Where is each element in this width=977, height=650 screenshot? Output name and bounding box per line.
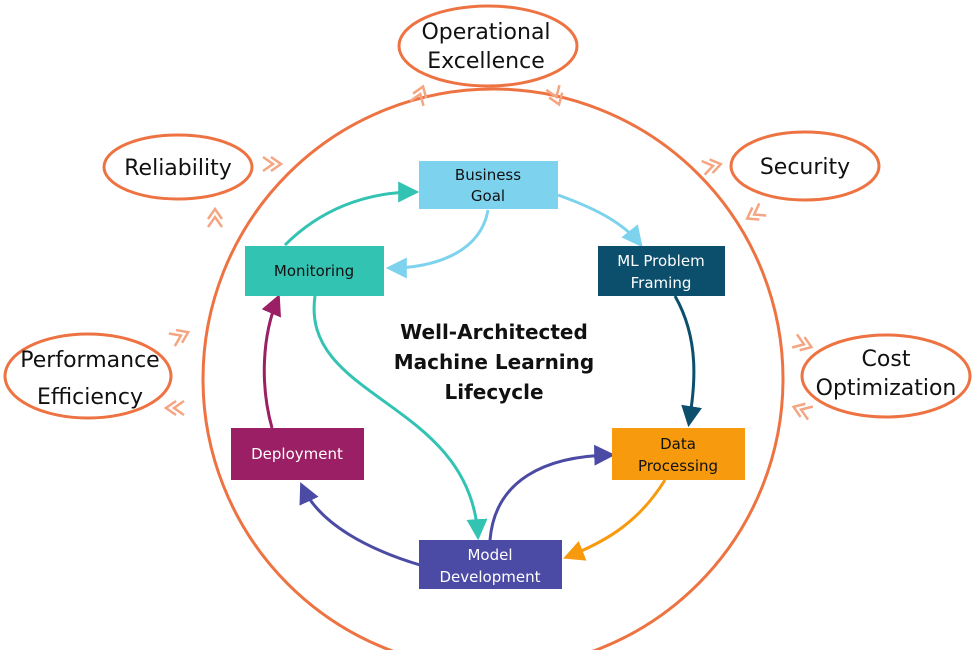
pillar-security: Security [729,130,881,202]
stage-box [231,428,364,480]
stage-model-development: Model Development [419,540,562,589]
stage-box [245,246,384,296]
arrow-business-goal-to-monitoring [385,209,490,279]
stage-label: Deployment [251,445,343,463]
stage-business-goal: Business Goal [419,161,558,209]
pillar-label: Reliability [124,156,232,181]
chevron-icon [409,82,431,108]
arrow-model-development-to-deployment [299,482,421,567]
stage-box [419,540,562,589]
pillar-label: Security [760,155,850,180]
stage-deployment: Deployment [231,428,364,480]
arrow-business-goal-to-ml-problem-framing [557,193,643,248]
center-title-line: Lifecycle [444,380,543,404]
pillar-label: Efficiency [37,385,143,410]
chevron-icon [164,399,186,417]
pillar-operational-excellence: Operational Excellence [397,4,579,88]
stage-label: Goal [471,187,505,205]
pillar-performance-efficiency: Performance Efficiency [3,332,173,420]
stage-label: Development [440,568,541,586]
pillar-label: Cost [862,347,911,372]
pillar-reliability: Reliability [102,133,254,201]
stage-ml-problem-framing: ML Problem Framing [598,246,725,296]
pillar-label: Optimization [816,376,957,401]
pillar-cost-optimization: Cost Optimization [800,333,972,419]
center-title-line: Well-Architected [400,320,588,344]
stage-label: Business [455,166,521,184]
stage-label: Model [467,546,512,564]
stage-monitoring: Monitoring [245,246,384,296]
arrow-monitoring-to-model-development [312,295,488,541]
pillar-label: Excellence [427,49,545,74]
stage-label: Processing [638,457,718,475]
chevron-icon [789,399,815,421]
arrow-data-processing-to-model-development [563,479,667,561]
arrow-deployment-to-monitoring [261,294,281,429]
stage-label: Monitoring [274,262,354,280]
stage-label: Framing [631,274,692,292]
chevron-icon [700,156,724,176]
arrow-model-development-to-data-processing [488,444,616,541]
pillar-label: Operational [421,20,550,45]
center-title: Well-Architected Machine Learning Lifecy… [394,320,594,404]
lifecycle-arrows [261,181,702,567]
chevron-icon [167,324,193,348]
arrow-monitoring-to-business-goal [283,181,420,247]
stage-box [612,428,745,480]
arrow-ml-problem-framing-to-data-processing [673,295,702,428]
stage-box [598,246,725,296]
stage-label: Data [660,435,696,453]
chevron-icon [742,202,768,226]
chevron-icon [261,155,283,173]
center-title-line: Machine Learning [394,350,594,374]
chevron-icon [206,207,224,229]
stage-label: ML Problem [617,252,704,270]
stage-data-processing: Data Processing [612,428,745,480]
pillar-label: Performance [20,348,159,373]
chevron-icon [790,333,816,355]
stage-box [419,161,558,209]
lifecycle-ring [201,87,785,650]
